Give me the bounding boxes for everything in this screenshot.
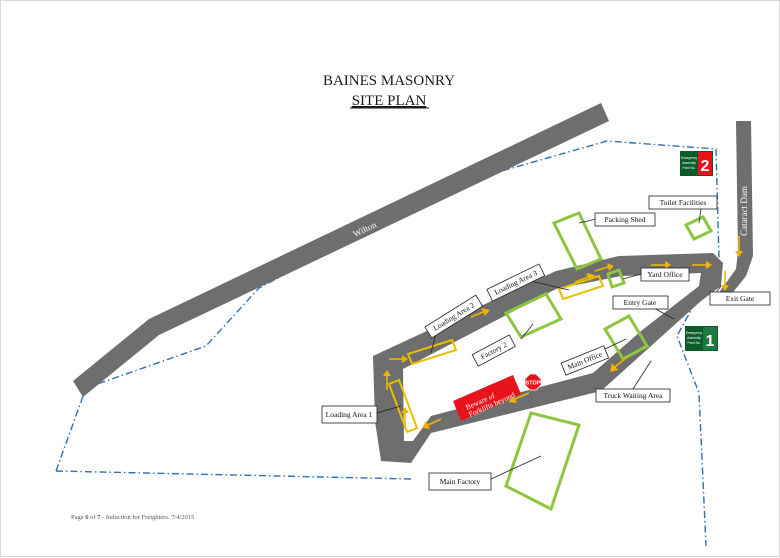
assembly-point-1-text-2: Assembly: [687, 336, 701, 340]
arrow: [614, 356, 628, 368]
loading-area-2-outline: [406, 338, 458, 366]
arrowhead: [481, 308, 490, 316]
assembly-point-1-text-1: Emergency: [686, 331, 703, 335]
footer-page-word: Page: [71, 514, 84, 521]
label-entry-gate: Entry Gate: [612, 295, 669, 310]
assembly-point-2-text-3: Point No.: [682, 166, 695, 170]
traffic-arrows: [383, 236, 743, 429]
assembly-point-2-number: 2: [701, 158, 710, 175]
footer-page-current: 6: [85, 514, 89, 521]
packing-shed-outline: [551, 211, 604, 271]
cataract-dam-road: [713, 121, 753, 301]
arrowhead: [422, 421, 430, 429]
label-truck-waiting-area: Truck Waiting Area: [595, 388, 671, 403]
leader-line: [632, 360, 652, 390]
company-title: BAINES MASONRY: [323, 73, 455, 89]
assembly-point-1-sign: Emergency Assembly Point No. 1: [685, 326, 718, 351]
leader-line: [604, 338, 627, 350]
arrowhead: [401, 407, 409, 413]
cataract-dam-road-label: Cataract Dam: [739, 186, 749, 236]
assembly-point-1-number-bg: [703, 327, 717, 350]
leader-line: [622, 273, 642, 280]
packing-shed-label: Packing Shed: [604, 215, 645, 224]
loading-area-1-outline: [387, 378, 419, 434]
footer-doc-title: - Induction for Freighters. 7/4/2015: [102, 514, 194, 521]
main-office-outline: [602, 313, 650, 362]
exit-gate-label: Exit Gate: [726, 294, 755, 303]
loading-area-1-label: Loading Area 1: [326, 410, 373, 419]
site-boundary-fence: [55, 140, 720, 547]
toilet-facilities-label: Toilet Facilities: [660, 198, 707, 207]
arrow: [594, 266, 609, 272]
yard-office-outline: [606, 268, 626, 289]
label-exit-gate: Exit Gate: [709, 291, 771, 306]
stop-sign-octagon: [524, 373, 542, 391]
wilton-road: [73, 103, 609, 397]
arrowhead: [610, 363, 618, 372]
page-footer: Page 6 of 7 - Induction for Freighters. …: [71, 514, 194, 521]
arrowhead: [383, 370, 391, 376]
label-main-factory: Main Factory: [428, 472, 492, 491]
assembly-point-2-sign: Emergency Assembly Point No. 2: [680, 151, 713, 176]
label-packing-shed: Packing Shed: [594, 212, 656, 227]
arrowhead: [509, 395, 517, 403]
arrowhead: [721, 285, 729, 291]
loading-area-3-outline: [557, 274, 605, 301]
arrowhead: [586, 273, 595, 281]
leader-line: [698, 208, 702, 224]
main-factory-label: Main Factory: [440, 477, 481, 486]
assembly-point-2-text-1: Emergency: [681, 156, 698, 160]
arrowhead: [402, 355, 408, 363]
yard-office-label: Yard Office: [647, 270, 683, 279]
label-toilet-facilities: Toilet Facilities: [648, 195, 718, 210]
arrow: [514, 392, 530, 400]
entry-gate-label: Entry Gate: [624, 298, 657, 307]
warning-sign-shape: [453, 375, 521, 421]
factory-2-outline: [503, 292, 564, 339]
assembly-point-1-number: 1: [706, 333, 715, 350]
main-factory-outline: [504, 411, 581, 512]
arrow: [574, 276, 589, 283]
assembly-point-2-text-2: Assembly: [682, 161, 696, 165]
leader-line: [578, 218, 597, 224]
arrowhead: [706, 261, 712, 269]
arrowhead: [735, 251, 743, 257]
assembly-point-2-number-bg: [698, 152, 712, 175]
arrow: [470, 311, 484, 318]
leader-line: [520, 323, 534, 340]
stop-sign: STOP: [524, 373, 542, 391]
stop-sign-text: STOP: [526, 381, 541, 387]
label-yard-office: Yard Office: [640, 267, 690, 282]
arrowhead: [665, 261, 671, 269]
site-plan-title: SITE PLAN: [352, 93, 427, 109]
label-loading-area-1: Loading Area 1: [321, 405, 378, 424]
leader-line: [490, 455, 542, 480]
toilet-facilities-outline: [683, 215, 714, 241]
arrow: [427, 418, 442, 426]
truck-waiting-area-label: Truck Waiting Area: [604, 391, 664, 400]
arrowhead: [607, 263, 614, 271]
leader-line: [376, 405, 402, 414]
site-boundary-fence-bottom: [55, 470, 412, 480]
footer-page-total: 7: [97, 514, 101, 521]
footer-of-word: of: [90, 514, 96, 521]
assembly-point-1-text-3: Point No.: [687, 341, 700, 345]
